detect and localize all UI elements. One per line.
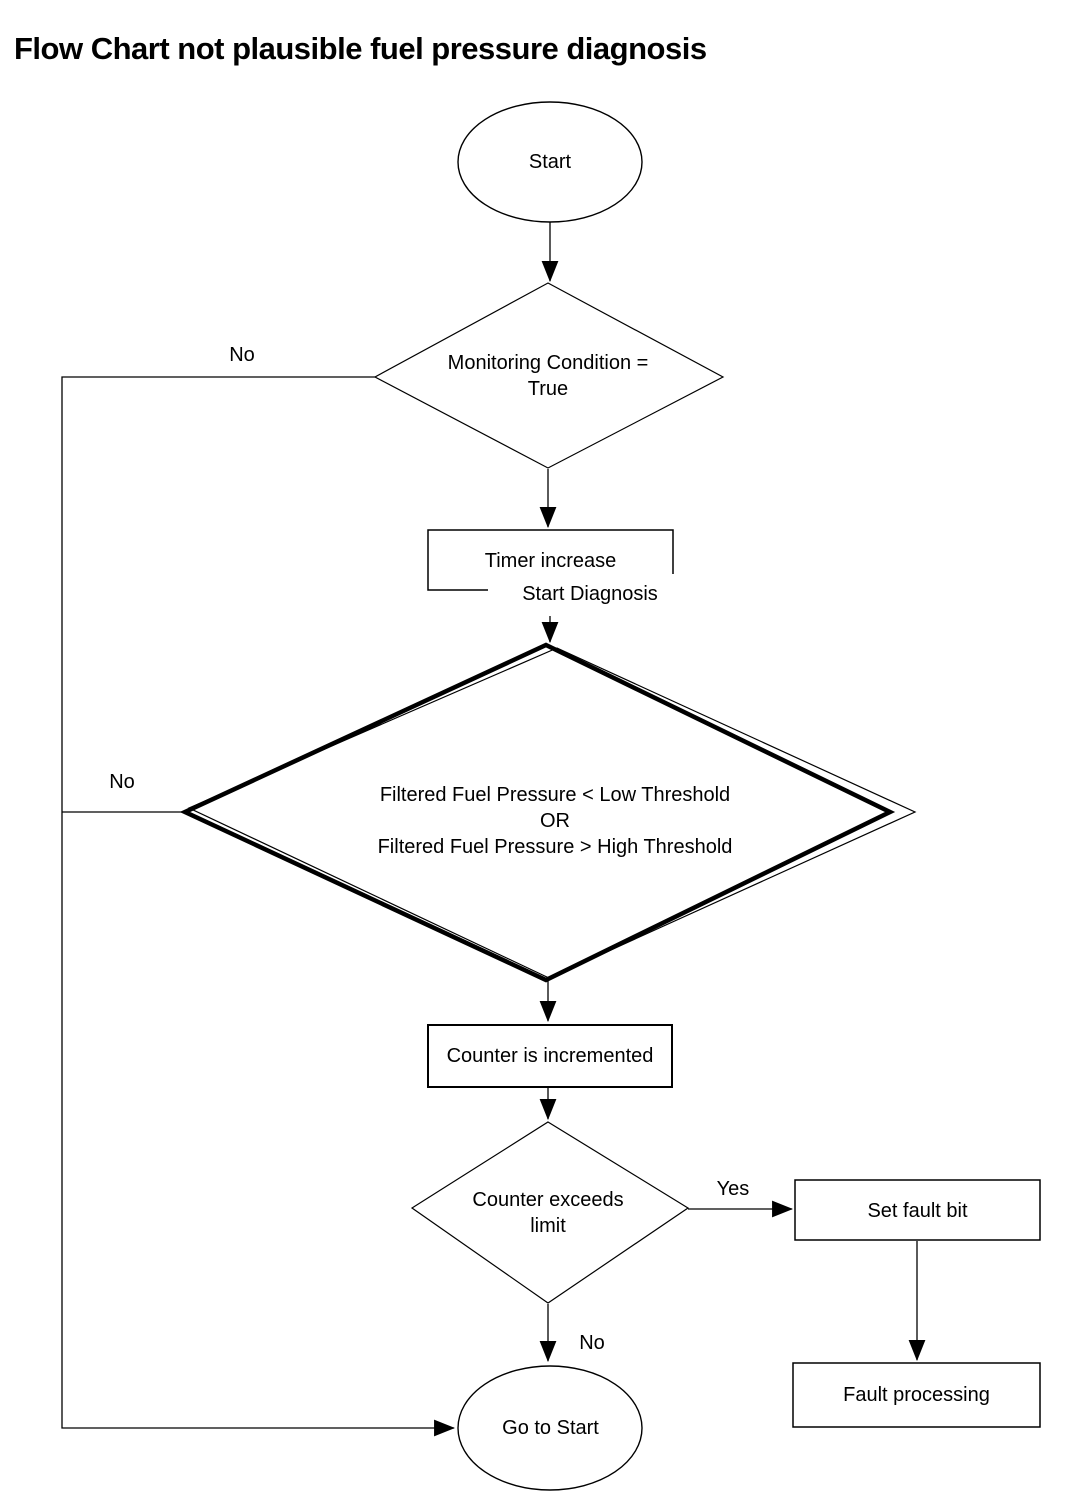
start-diagnosis-label: Start Diagnosis xyxy=(488,574,692,614)
pressure-check-no-label: No xyxy=(109,771,135,793)
node-counter-exceeds-limit xyxy=(410,1121,690,1304)
pressure-check-line1: Filtered Fuel Pressure < Low Threshold xyxy=(379,784,731,806)
start-label: Start xyxy=(528,151,572,173)
pressure-check-line2: OR xyxy=(540,810,570,832)
node-pressure-check xyxy=(179,642,896,983)
counter-exceeds-limit-label: Counter exceeds limit xyxy=(408,1187,688,1239)
node-start xyxy=(457,101,643,223)
node-go-to-start xyxy=(457,1365,643,1491)
page-title: Flow Chart not plausible fuel pressure d… xyxy=(14,30,707,66)
monitoring-no-label: No xyxy=(229,344,255,366)
go-to-start-label: Go to Start xyxy=(502,1417,599,1439)
edge-monitoring-no-loop xyxy=(61,376,456,1437)
counter-no-label: No xyxy=(579,1332,605,1354)
counter-exceeds-line2: limit xyxy=(530,1215,566,1237)
set-fault-bit-label: Set fault bit xyxy=(867,1200,968,1222)
fault-processing-label: Fault processing xyxy=(843,1384,990,1406)
counter-incremented-label: Counter is incremented xyxy=(446,1045,654,1067)
node-fault-processing xyxy=(792,1362,1041,1428)
monitoring-condition-label: Monitoring Condition = True xyxy=(378,350,718,402)
counter-yes-label: Yes xyxy=(716,1178,750,1200)
pressure-check-line3: Filtered Fuel Pressure > High Threshold xyxy=(377,836,733,858)
monitoring-condition-line1: Monitoring Condition = xyxy=(447,352,649,374)
timer-increase-label: Timer increase xyxy=(484,550,617,572)
node-counter-incremented xyxy=(427,1024,673,1088)
counter-exceeds-line1: Counter exceeds xyxy=(472,1189,624,1211)
node-monitoring-condition xyxy=(373,282,725,469)
pressure-check-label: Filtered Fuel Pressure < Low Threshold O… xyxy=(343,782,767,860)
monitoring-condition-line2: True xyxy=(527,378,569,400)
node-set-fault-bit xyxy=(794,1179,1041,1241)
